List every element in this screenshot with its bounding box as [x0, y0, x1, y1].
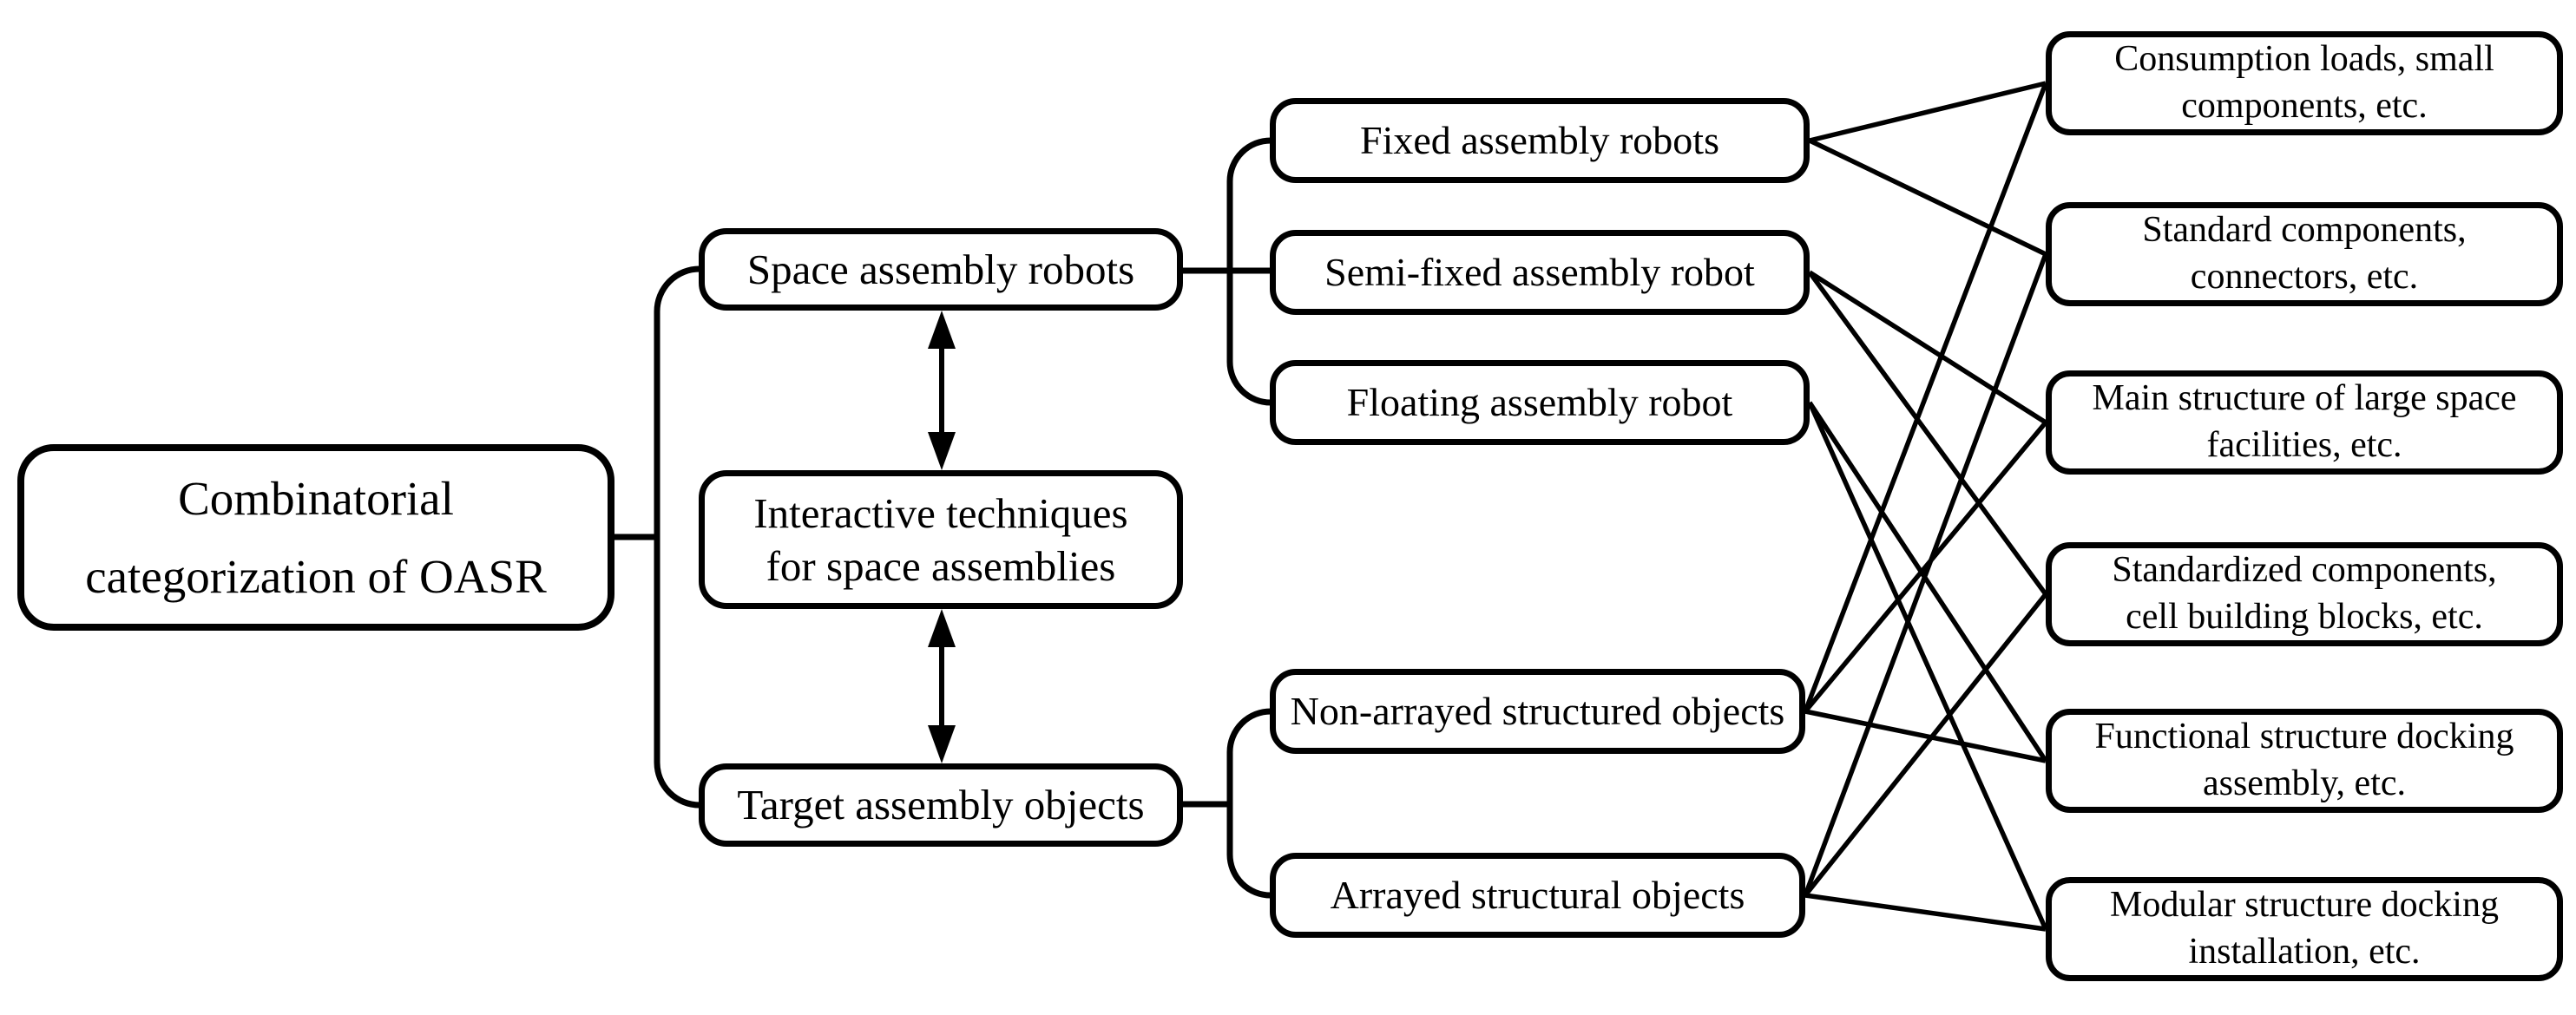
connection-edges — [1803, 81, 2048, 932]
node-standardized-components: Standardized components, cell building b… — [2046, 542, 2563, 646]
node-target-assembly-objects: Target assembly objects — [699, 763, 1183, 847]
node-modular-docking: Modular structure docking installation, … — [2046, 877, 2563, 981]
root-bracket — [654, 265, 700, 809]
node-semi-fixed-assembly-robot: Semi-fixed assembly robot — [1270, 230, 1810, 315]
edge-semi-fixed-assembly-robot--main-structure — [1808, 270, 2047, 425]
edge-non-arrayed-structured-objects--main-structure — [1803, 421, 2048, 713]
edge-non-arrayed-structured-objects--functional-docking — [1804, 709, 2047, 763]
node-standard-components: Standard components, connectors, etc. — [2046, 202, 2563, 306]
edge-arrayed-structural-objects--standardized-components — [1803, 593, 2048, 897]
edge-arrayed-structural-objects--modular-docking — [1804, 893, 2047, 932]
node-interactive-techniques: Interactive techniques for space assembl… — [699, 470, 1183, 609]
node-space-assembly-robots: Space assembly robots — [699, 228, 1183, 311]
edge-floating-assembly-robot--functional-docking — [1807, 401, 2048, 763]
edge-floating-assembly-robot--modular-docking — [1807, 401, 2048, 931]
edge-arrayed-structural-objects--standard-components — [1803, 253, 2048, 896]
node-non-arrayed-structured-objects: Non-arrayed structured objects — [1270, 669, 1805, 754]
bidirectional-arrow-techniques-objects — [928, 609, 956, 763]
edge-non-arrayed-structured-objects--consumption-loads — [1803, 82, 2048, 712]
node-arrayed-structural-objects: Arrayed structural objects — [1270, 853, 1805, 938]
edge-fixed-assembly-robots--standard-components — [1808, 138, 2047, 257]
objects-bracket — [1226, 708, 1272, 899]
node-functional-docking: Functional structure docking assembly, e… — [2046, 709, 2563, 813]
edge-semi-fixed-assembly-robot--standardized-components — [1807, 271, 2048, 596]
bidirectional-arrow-robots-techniques — [928, 311, 956, 470]
edge-fixed-assembly-robots--consumption-loads — [1809, 81, 2047, 143]
robots-bracket — [1226, 137, 1272, 406]
node-fixed-assembly-robots: Fixed assembly robots — [1270, 98, 1810, 183]
node-floating-assembly-robot: Floating assembly robot — [1270, 360, 1810, 445]
node-root: Combinatorial categorization of OASR — [17, 444, 614, 631]
node-main-structure: Main structure of large space facilities… — [2046, 370, 2563, 475]
node-consumption-loads: Consumption loads, small components, etc… — [2046, 31, 2563, 135]
